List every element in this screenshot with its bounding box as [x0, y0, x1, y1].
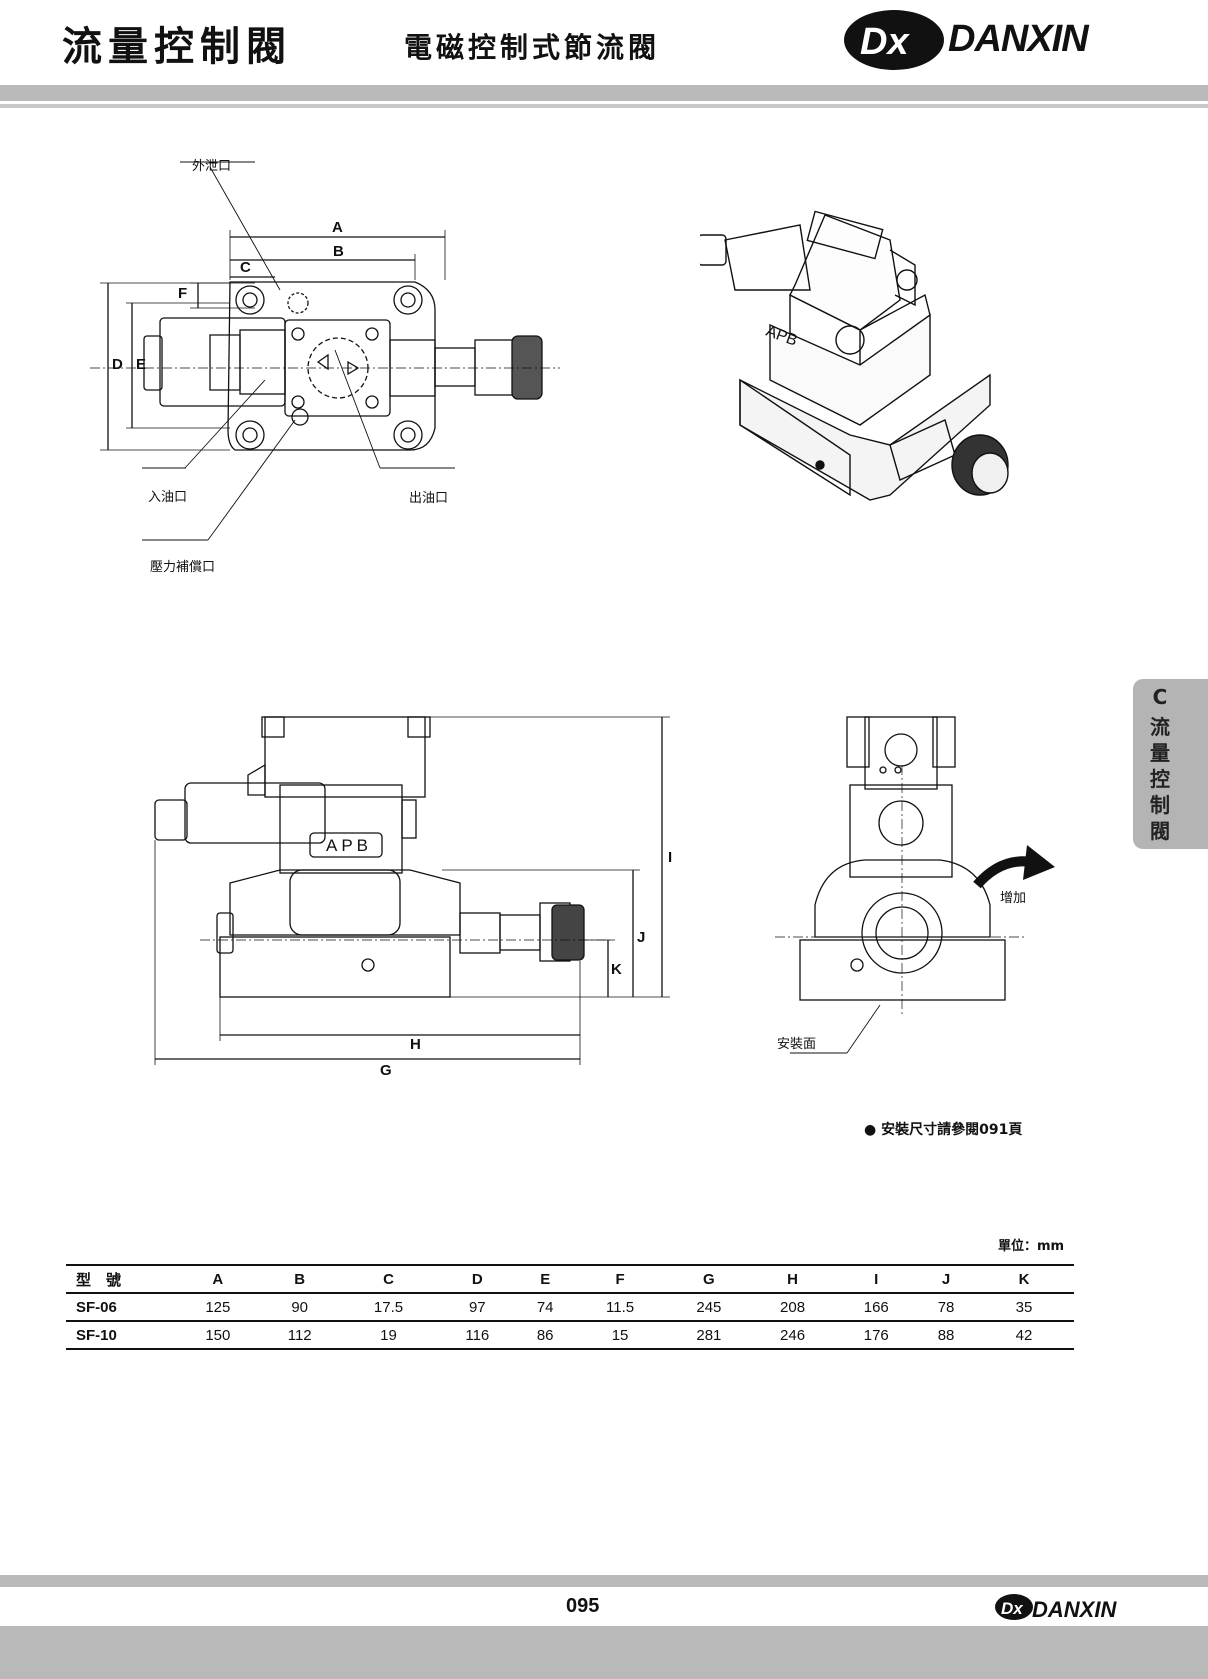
table-cell: 245 [696, 1298, 722, 1316]
page-number: 095 [566, 1595, 600, 1617]
table-header: D [471, 1270, 483, 1288]
table-header: 型 號 [76, 1271, 122, 1289]
table-cell: SF-06 [76, 1298, 117, 1316]
end-view-drawing: 增加 安裝面 [775, 716, 1055, 1054]
table-cell: 78 [937, 1298, 955, 1316]
dim-e-label: E [136, 356, 146, 373]
table-cell: 208 [780, 1298, 806, 1316]
side-tab-char: C [1152, 685, 1168, 709]
side-view-drawing: APB I J K H G [154, 716, 672, 1079]
table-cell: 116 [465, 1326, 490, 1344]
table-header: B [294, 1270, 306, 1288]
table-header: I [874, 1270, 879, 1288]
installation-note: ● 安裝尺寸請參閱091頁 [864, 1122, 1023, 1138]
table-cell: 166 [863, 1298, 889, 1316]
table-cell: SF-10 [76, 1326, 117, 1344]
footer-rule [0, 1575, 1208, 1587]
table-header: A [212, 1270, 224, 1288]
table-cell: 281 [696, 1326, 722, 1344]
table-row: SF-06 125 90 17.5 97 74 11.5 245 208 166… [66, 1293, 1074, 1321]
side-tab-char: 控 [1150, 767, 1170, 791]
top-view-drawing: A B C F D E 外泄口 入油口 出油口 壓力補償 [90, 158, 560, 574]
table-cell: 11.5 [606, 1298, 635, 1316]
dim-j-label: J [637, 929, 645, 946]
table-cell: 74 [536, 1298, 554, 1316]
table-cell: 35 [1015, 1298, 1033, 1316]
dim-h-label: H [410, 1036, 421, 1053]
dim-i-label: I [668, 849, 672, 866]
dim-g-label: G [380, 1062, 392, 1079]
dim-k-label: K [611, 961, 622, 978]
brand-name: DANXIN [948, 18, 1089, 60]
table-row: SF-10 150 112 19 116 86 15 281 246 176 8… [66, 1321, 1074, 1349]
header-rule-thin [0, 104, 1208, 108]
table-cell: 19 [380, 1326, 397, 1344]
footer-logo-mark: Dx [995, 1594, 1033, 1620]
table-header: F [615, 1270, 625, 1288]
table-cell: 112 [287, 1326, 312, 1344]
table-header: C [383, 1270, 394, 1288]
table-header: G [703, 1270, 715, 1288]
table-header-row: 型 號 A B C D E F G H I J K [66, 1265, 1074, 1293]
side-tab-char: 閥 [1150, 819, 1170, 843]
table-header: E [540, 1270, 551, 1288]
unit-label: 單位：mm [998, 1239, 1065, 1254]
isometric-view-drawing: APB [700, 210, 1009, 501]
side-tab-char: 制 [1150, 793, 1170, 817]
table-cell: 90 [291, 1298, 309, 1316]
footer-band [0, 1626, 1208, 1679]
table-header: K [1018, 1270, 1030, 1288]
section-side-tab: C 流 量 控 制 閥 [1133, 679, 1208, 849]
side-tab-char: 量 [1150, 741, 1170, 765]
table-cell: 17.5 [373, 1298, 404, 1316]
table-cell: 246 [780, 1326, 806, 1344]
page-subtitle: 電磁控制式節流閥 [404, 31, 661, 64]
dim-a-label: A [332, 219, 343, 236]
footer-brand: DANXIN [1032, 1597, 1117, 1622]
table-header: H [787, 1270, 798, 1288]
outlet-port-label: 出油口 [409, 490, 448, 505]
table-cell: 150 [205, 1326, 231, 1344]
inlet-port-label: 入油口 [148, 489, 187, 504]
drain-port-label: 外泄口 [192, 158, 231, 173]
side-body-marking: APB [326, 836, 372, 855]
table-cell: 97 [468, 1298, 486, 1316]
mounting-face-label: 安裝面 [777, 1036, 816, 1051]
brand-mark: Dx [860, 21, 910, 63]
table-cell: 42 [1015, 1326, 1033, 1344]
brand-logo: Dx [844, 10, 944, 70]
table-cell: 125 [205, 1298, 231, 1316]
table-cell: 15 [611, 1326, 629, 1344]
table-cell: 88 [937, 1326, 955, 1344]
pressure-compensation-port-label: 壓力補償口 [150, 559, 215, 574]
dim-f-label: F [178, 285, 187, 302]
dim-c-label: C [240, 259, 251, 276]
table-header: J [941, 1270, 951, 1288]
page-title: 流量控制閥 [62, 24, 292, 70]
header-rule [0, 85, 1208, 101]
increase-label: 增加 [1000, 890, 1026, 905]
footer-brand-mark: Dx [1001, 1599, 1024, 1618]
side-tab-char: 流 [1150, 715, 1170, 739]
dim-d-label: D [112, 356, 123, 373]
table-cell: 176 [863, 1326, 889, 1344]
dimension-table: 型 號 A B C D E F G H I J K SF-06 125 90 1… [66, 1264, 1074, 1350]
table-cell: 86 [536, 1326, 554, 1344]
dim-b-label: B [333, 243, 344, 260]
